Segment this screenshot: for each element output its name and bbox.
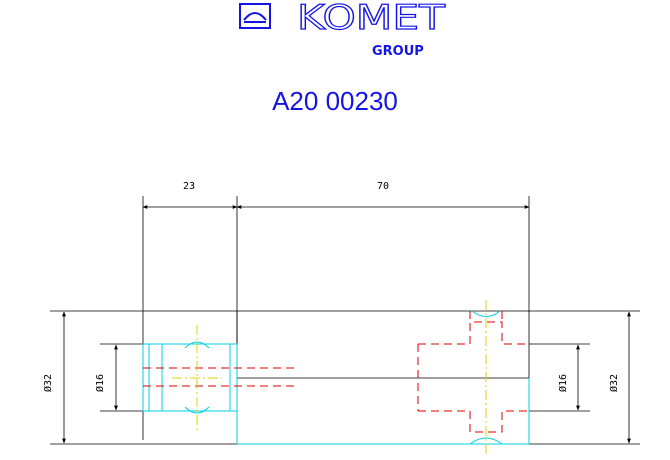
dimension-diameter-inner-left-label: Ø16 [94,374,106,392]
komet-logo: KOMET GROUP [239,0,446,59]
centerlines [172,300,487,455]
part-outline [50,310,640,445]
dimension-width-right: 70 [236,181,530,312]
dimension-diameter-outer-left: Ø32 [42,311,66,444]
part-number: A20 00230 [272,86,398,116]
dimension-diameter-inner-left: Ø16 [94,344,118,411]
dimension-width-left: 23 [142,181,238,440]
dimension-diameter-outer-left-label: Ø32 [42,374,54,392]
komet-logo-icon [239,3,271,29]
dimension-diameter-outer-right-label: Ø32 [608,374,620,392]
dimension-width-left-label: 23 [183,181,195,192]
hidden-lines [143,311,529,433]
logo-sub: GROUP [372,44,424,59]
dimension-diameter-outer-right: Ø32 [608,311,631,444]
dimension-width-right-label: 70 [377,181,389,192]
dimension-diameter-inner-right-label: Ø16 [557,374,569,392]
dimension-diameter-inner-right: Ø16 [557,344,580,411]
part-body-cyan [142,310,530,445]
logo-brand: KOMET [297,0,445,38]
